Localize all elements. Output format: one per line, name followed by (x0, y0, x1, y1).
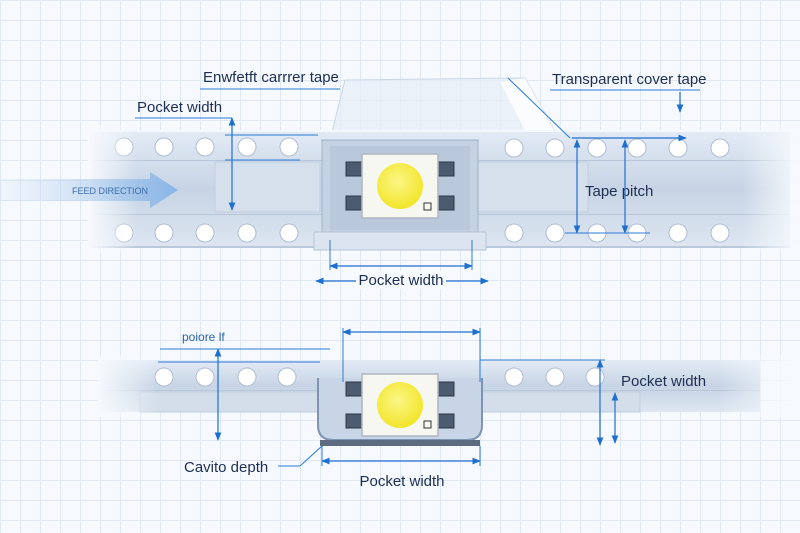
led-dome-side (377, 382, 423, 428)
side-pocket-width-bottom-label: Pocket width (359, 473, 444, 490)
cover-tape-highlight (500, 78, 560, 140)
led-component-top (345, 153, 455, 219)
led-component-side (345, 373, 455, 437)
sprocket-holes-top (114, 137, 730, 158)
side-pocket-width-right-label: Pocket width (621, 373, 706, 390)
carrier-tape-label: Enwfetft carrrer tape (203, 69, 339, 86)
tape-pitch-label: Tape pitch (585, 183, 653, 200)
top-view: FEED DIRECTION Enwfetft carrrer tape Poc… (0, 69, 800, 289)
feed-direction-arrow: FEED DIRECTION (0, 172, 178, 208)
side-pocket-left-label: poiore lf (182, 330, 225, 344)
pocket-width-left-label: Pocket width (137, 99, 222, 116)
cover-tape-label: Transparent cover tape (552, 71, 707, 88)
side-view: poiore lf Pocket width Cavito depth Pock… (98, 328, 800, 490)
led-dome-top (377, 163, 423, 209)
pocket-width-bottom-label: Pocket width (358, 272, 443, 289)
feed-direction-label: FEED DIRECTION (72, 186, 148, 196)
cavity-depth-label: Cavito depth (184, 459, 268, 476)
